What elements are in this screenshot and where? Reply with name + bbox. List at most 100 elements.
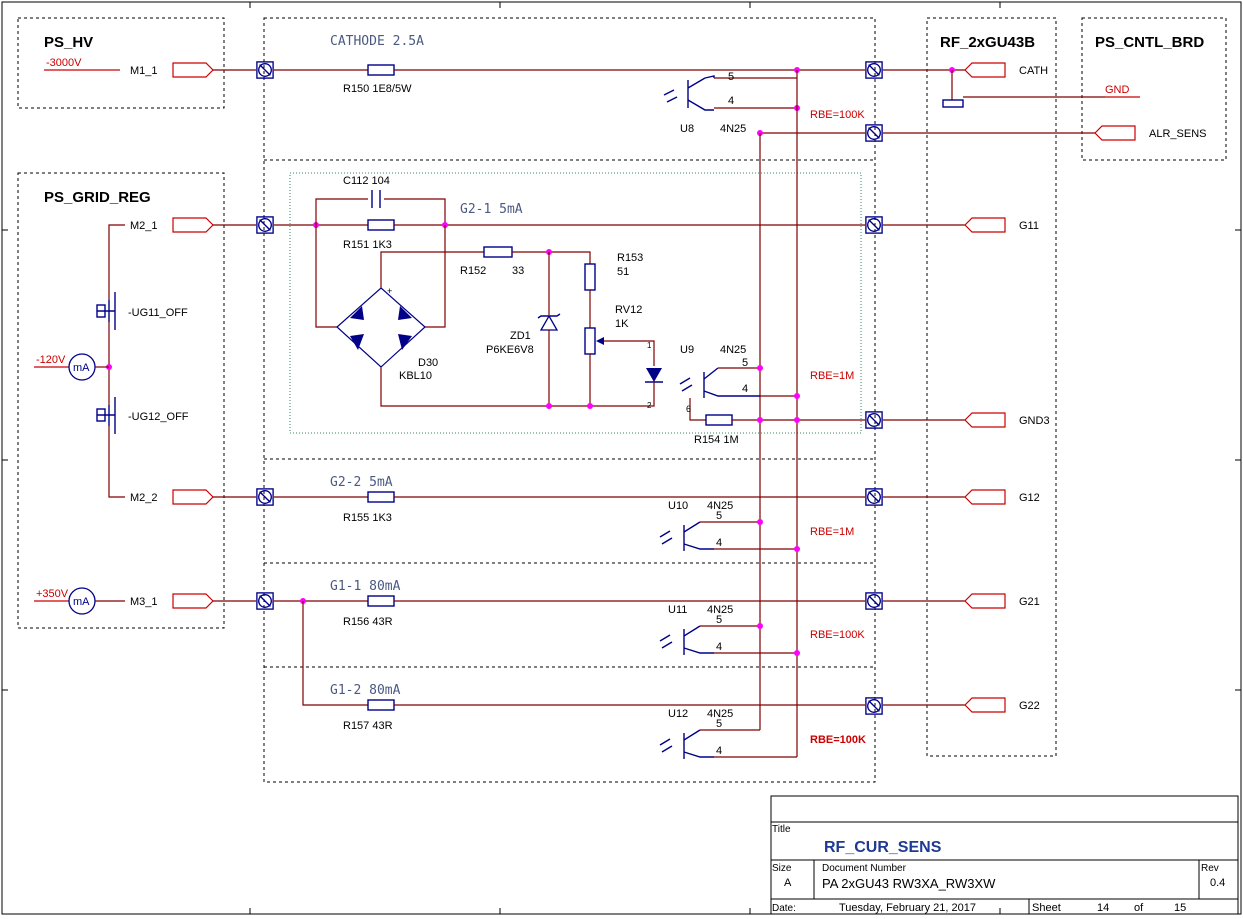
u11-ref: U11: [668, 604, 687, 616]
date-label: Date:: [772, 903, 796, 914]
pin-1: 1: [647, 341, 652, 350]
r153-ref: R153: [617, 252, 643, 264]
terminal: [865, 592, 883, 610]
r152-value: 33: [512, 265, 524, 277]
port-cath: CATH: [1019, 65, 1048, 77]
port-m3-1: M3_1: [130, 596, 158, 608]
port-m1-1-arrow: [172, 62, 214, 78]
ammeter-label: mA: [73, 362, 90, 374]
ps-hv-box: [17, 17, 225, 109]
wire: [315, 225, 337, 328]
terminal: [256, 488, 274, 506]
resistor-r157: [367, 699, 395, 711]
port-g21-arrow: [964, 593, 1006, 609]
grid-pos-supply-label: +350V: [36, 588, 69, 600]
port-m2-2-arrow: [172, 489, 214, 505]
resistor-r152: [483, 246, 513, 258]
junction-dot: [794, 393, 800, 399]
optocoupler-u10: [659, 521, 714, 551]
u8-part: 4N25: [720, 123, 746, 135]
switch-ug12-label: -UG12_OFF: [128, 411, 189, 423]
hv-supply-label: -3000V: [46, 57, 82, 69]
junction-dot: [794, 417, 800, 423]
resistor-r153: [584, 263, 596, 291]
port-gnd3: GND3: [1019, 415, 1050, 427]
d30-value: KBL10: [399, 370, 432, 382]
size-label: Size: [772, 863, 792, 874]
pin-4: 4: [716, 745, 722, 757]
wire: [380, 251, 484, 288]
d30-ref: D30: [418, 357, 438, 369]
wire: [315, 198, 368, 225]
ps-cntl-brd-box: [1081, 17, 1227, 161]
gnd-label: GND: [1105, 84, 1130, 96]
resistor-r155: [367, 491, 395, 503]
optocoupler-u11: [659, 625, 714, 655]
document-title: RF_CUR_SENS: [824, 839, 942, 856]
pin-2: 2: [647, 401, 652, 410]
terminal: [256, 61, 274, 79]
pin-5: 5: [716, 510, 722, 522]
u9-ref: U9: [680, 344, 694, 356]
zd1-value: P6KE6V8: [486, 344, 534, 356]
wire: [689, 398, 706, 421]
wire: [108, 426, 125, 498]
bridge-rectifier-d30: [336, 287, 426, 368]
port-m2-1: M2_1: [130, 220, 158, 232]
bridge-plus: +: [387, 286, 392, 296]
wire: [380, 367, 647, 407]
terminal: [865, 216, 883, 234]
optocoupler-u12: [659, 729, 714, 759]
zd1-ref: ZD1: [510, 330, 531, 342]
c112-label: C112 104: [343, 175, 390, 187]
zener-zd1: [537, 313, 561, 331]
switch-ug12: [96, 397, 116, 434]
terminal: [865, 61, 883, 79]
terminal: [865, 124, 883, 142]
port-g22-arrow: [964, 697, 1006, 713]
u11-rbe: RBE=100K: [810, 629, 865, 641]
port-m3-1-arrow: [172, 593, 214, 609]
port-alr-arrow: [1094, 125, 1136, 141]
ps-grid-reg-title: PS_GRID_REG: [44, 189, 151, 206]
section-g1-2: G1-2 80mA: [330, 683, 401, 698]
pin-5: 5: [742, 357, 748, 369]
u10-rbe: RBE=1M: [810, 526, 854, 538]
r153-value: 51: [617, 266, 629, 278]
junction-dot: [757, 417, 763, 423]
terminal: [865, 488, 883, 506]
pin-4: 4: [716, 537, 722, 549]
resistor-r154: [705, 414, 733, 426]
docnum-label: Document Number: [822, 863, 907, 874]
u8-rbe: RBE=100K: [810, 109, 865, 121]
rev-value: 0.4: [1210, 877, 1225, 889]
g2-1-subcircuit-box: [289, 172, 862, 434]
grid-neg-supply-label: -120V: [36, 354, 66, 366]
pin-5: 5: [716, 614, 722, 626]
date-value: Tuesday, February 21, 2017: [839, 902, 976, 914]
junction-dot: [757, 519, 763, 525]
switch-ug11-label: -UG11_OFF: [128, 307, 188, 319]
size-value: A: [784, 877, 792, 889]
wire: [302, 601, 368, 706]
u12-part: 4N25: [707, 708, 733, 720]
section-g2-2: G2-2 5mA: [330, 475, 393, 490]
of-label: of: [1134, 902, 1144, 914]
switch-ug11: [96, 292, 116, 330]
junction-dot: [757, 623, 763, 629]
rf-2xgu43b-title: RF_2xGU43B: [940, 34, 1035, 51]
r150-label: R150 1E8/5W: [343, 83, 412, 95]
port-g12-arrow: [964, 489, 1006, 505]
resistor-r151: [367, 219, 395, 231]
title-label: Title: [772, 824, 791, 835]
rv12-ref: RV12: [615, 304, 642, 316]
port-m2-1-arrow: [172, 217, 214, 233]
title-block: [770, 795, 1239, 915]
port-gnd3-arrow: [964, 412, 1006, 428]
u8-ref: U8: [680, 123, 694, 135]
junction-dot: [794, 546, 800, 552]
wire: [512, 251, 591, 264]
section-g2-1: G2-1 5mA: [460, 202, 523, 217]
